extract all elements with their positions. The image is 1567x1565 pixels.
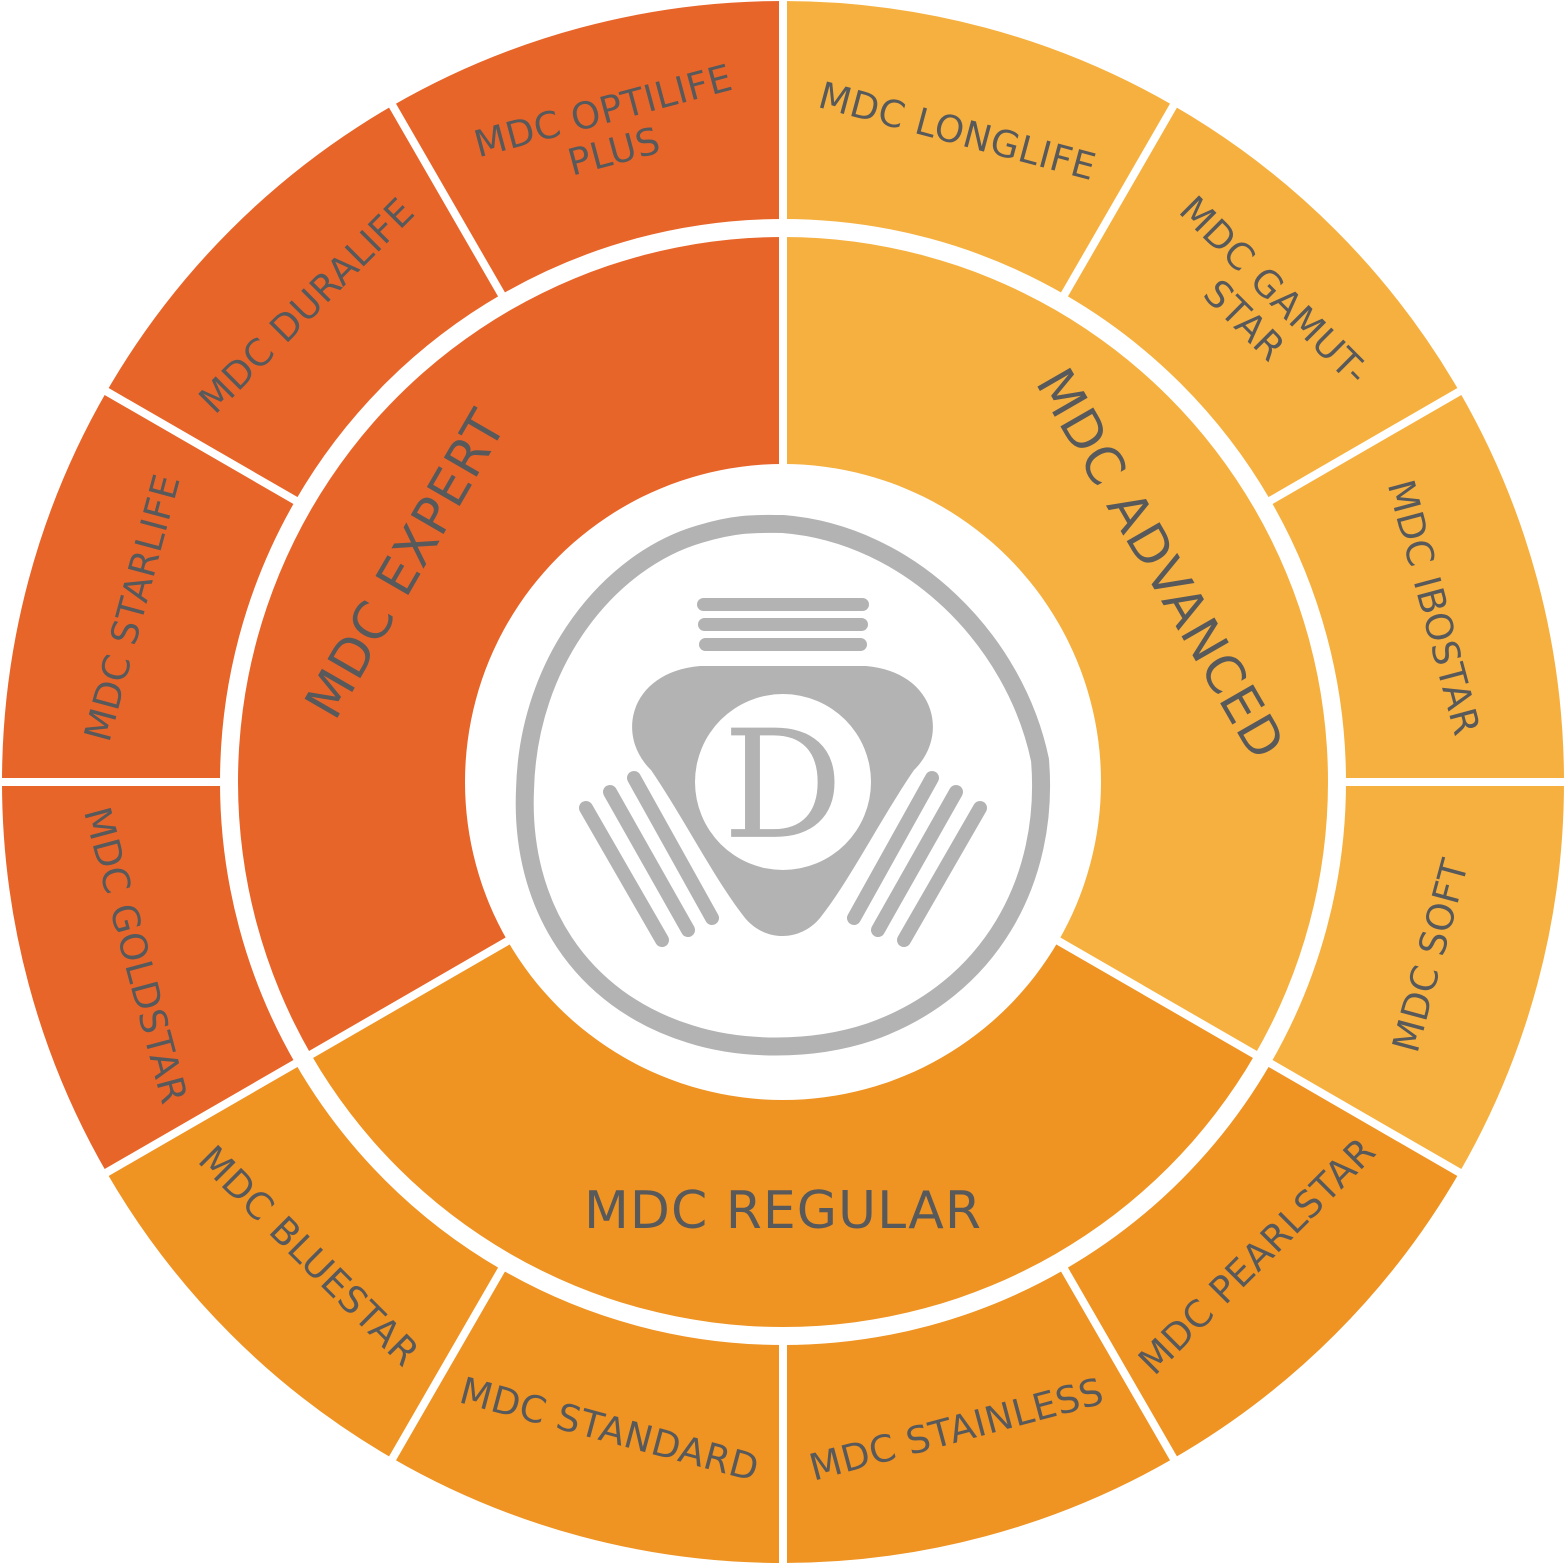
category-segment-mdc-regular: MDC REGULAR bbox=[311, 941, 1255, 1327]
logo-outer-outline bbox=[515, 514, 1050, 1056]
logo-top-bar bbox=[698, 618, 868, 631]
product-segment-mdc-stainless: MDC STAINLESS bbox=[783, 1269, 1174, 1563]
category-segment-shape bbox=[237, 237, 783, 1055]
product-segment-shape bbox=[2, 782, 296, 1173]
logo-top-bar bbox=[697, 598, 869, 611]
product-segment-shape bbox=[1064, 1063, 1460, 1459]
product-segment-shape bbox=[392, 1269, 783, 1563]
product-segment-mdc-starlife: MDC STARLIFE bbox=[2, 391, 296, 782]
outer-separator bbox=[1060, 1265, 1178, 1463]
product-segment-mdc-standard: MDC STANDARD bbox=[392, 1269, 783, 1563]
logo-right-stripe bbox=[871, 785, 963, 937]
inner-separator bbox=[1054, 936, 1259, 1059]
logo-left-stripe bbox=[579, 801, 669, 947]
logo-letter: D bbox=[723, 699, 843, 873]
logo-left-stripe bbox=[603, 785, 695, 937]
category-label: MDC REGULAR bbox=[584, 1181, 982, 1241]
product-segment-mdc-soft: MDC SOFT bbox=[1270, 782, 1564, 1173]
outer-separator bbox=[388, 1265, 506, 1463]
product-segment-shape bbox=[1064, 105, 1460, 501]
outer-separator bbox=[388, 101, 506, 299]
product-segment-shape bbox=[783, 1, 1174, 295]
outer-separator bbox=[1266, 387, 1464, 505]
product-segment-mdc-duralife: MDC DURALIFE bbox=[106, 105, 502, 501]
product-segment-mdc-optilife-plus: MDC OPTILIFEPLUS bbox=[392, 1, 783, 295]
product-segment-shape bbox=[1270, 391, 1564, 782]
inner-separator bbox=[307, 936, 512, 1059]
product-segment-shape bbox=[2, 391, 296, 782]
outer-separator bbox=[1060, 101, 1178, 299]
logo-top-bar bbox=[699, 638, 867, 651]
product-segment-mdc-ibostar: MDC IBOSTAR bbox=[1270, 391, 1564, 782]
category-segment-shape bbox=[783, 237, 1328, 1055]
product-segment-shape bbox=[783, 1269, 1174, 1563]
product-segment-shape bbox=[106, 105, 502, 501]
logo-inner-circle bbox=[695, 694, 871, 870]
outer-separator bbox=[1266, 1059, 1464, 1177]
dental-logo-icon: D bbox=[515, 514, 1050, 1056]
logo-right-stripe bbox=[847, 771, 939, 925]
product-segment-mdc-goldstar: MDC GOLDSTAR bbox=[2, 782, 296, 1173]
logo-right-stripe bbox=[897, 801, 987, 947]
product-segment-shape bbox=[392, 1, 783, 295]
product-segment-mdc-gamut-star: MDC GAMUT-STAR bbox=[1064, 105, 1460, 501]
logo-left-stripe bbox=[627, 771, 719, 925]
product-segment-mdc-longlife: MDC LONGLIFE bbox=[783, 1, 1174, 295]
product-segment-shape bbox=[1270, 782, 1564, 1173]
outer-separator bbox=[102, 387, 300, 505]
product-segment-shape bbox=[106, 1063, 502, 1459]
category-segment-shape bbox=[311, 941, 1255, 1327]
outer-separator bbox=[102, 1059, 300, 1177]
